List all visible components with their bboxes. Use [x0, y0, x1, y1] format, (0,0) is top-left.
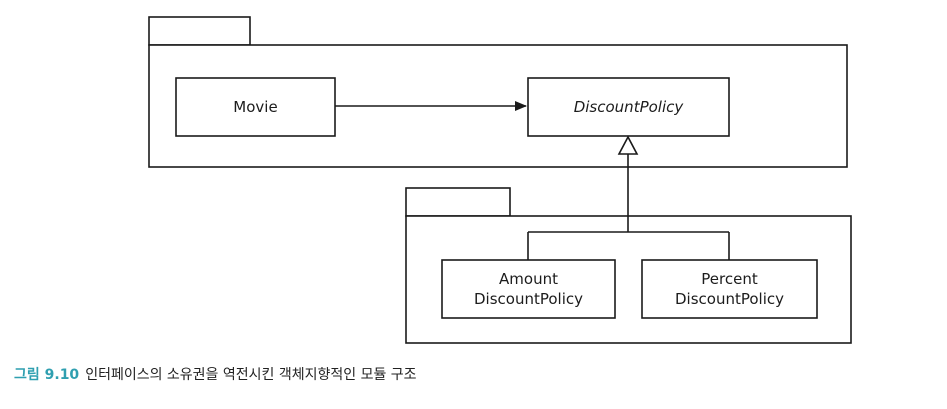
discount-policy-class-box [527, 77, 730, 137]
top-package-tab [148, 16, 251, 46]
percent-discount-policy-label-line1: Percent [701, 270, 758, 288]
figure-number: 그림 9.10 [14, 367, 80, 383]
percent-discount-policy-label-line2: DiscountPolicy [675, 290, 784, 308]
amount-discount-policy-class-box [441, 259, 616, 319]
movie-class-box [175, 77, 336, 137]
movie-class-label: Movie [233, 98, 277, 116]
amount-discount-policy-label-line2: DiscountPolicy [474, 290, 583, 308]
percent-discount-policy-class-box [641, 259, 818, 319]
discount-policy-class-label: DiscountPolicy [574, 98, 685, 116]
figure-caption-text: 인터페이스의 소유권을 역전시킨 객체지향적인 모듈 구조 [85, 367, 417, 383]
amount-discount-policy-class: Amount DiscountPolicy [441, 259, 616, 319]
generalization-connector [527, 154, 730, 260]
discount-policy-class: DiscountPolicy [527, 77, 730, 137]
figure-caption: 그림 9.10 인터페이스의 소유권을 역전시킨 객체지향적인 모듈 구조 [14, 364, 417, 384]
bottom-package-tab [405, 187, 511, 217]
movie-class: Movie [175, 77, 336, 137]
percent-discount-policy-class: Percent DiscountPolicy [641, 259, 818, 319]
amount-discount-policy-label-line1: Amount [499, 270, 558, 288]
